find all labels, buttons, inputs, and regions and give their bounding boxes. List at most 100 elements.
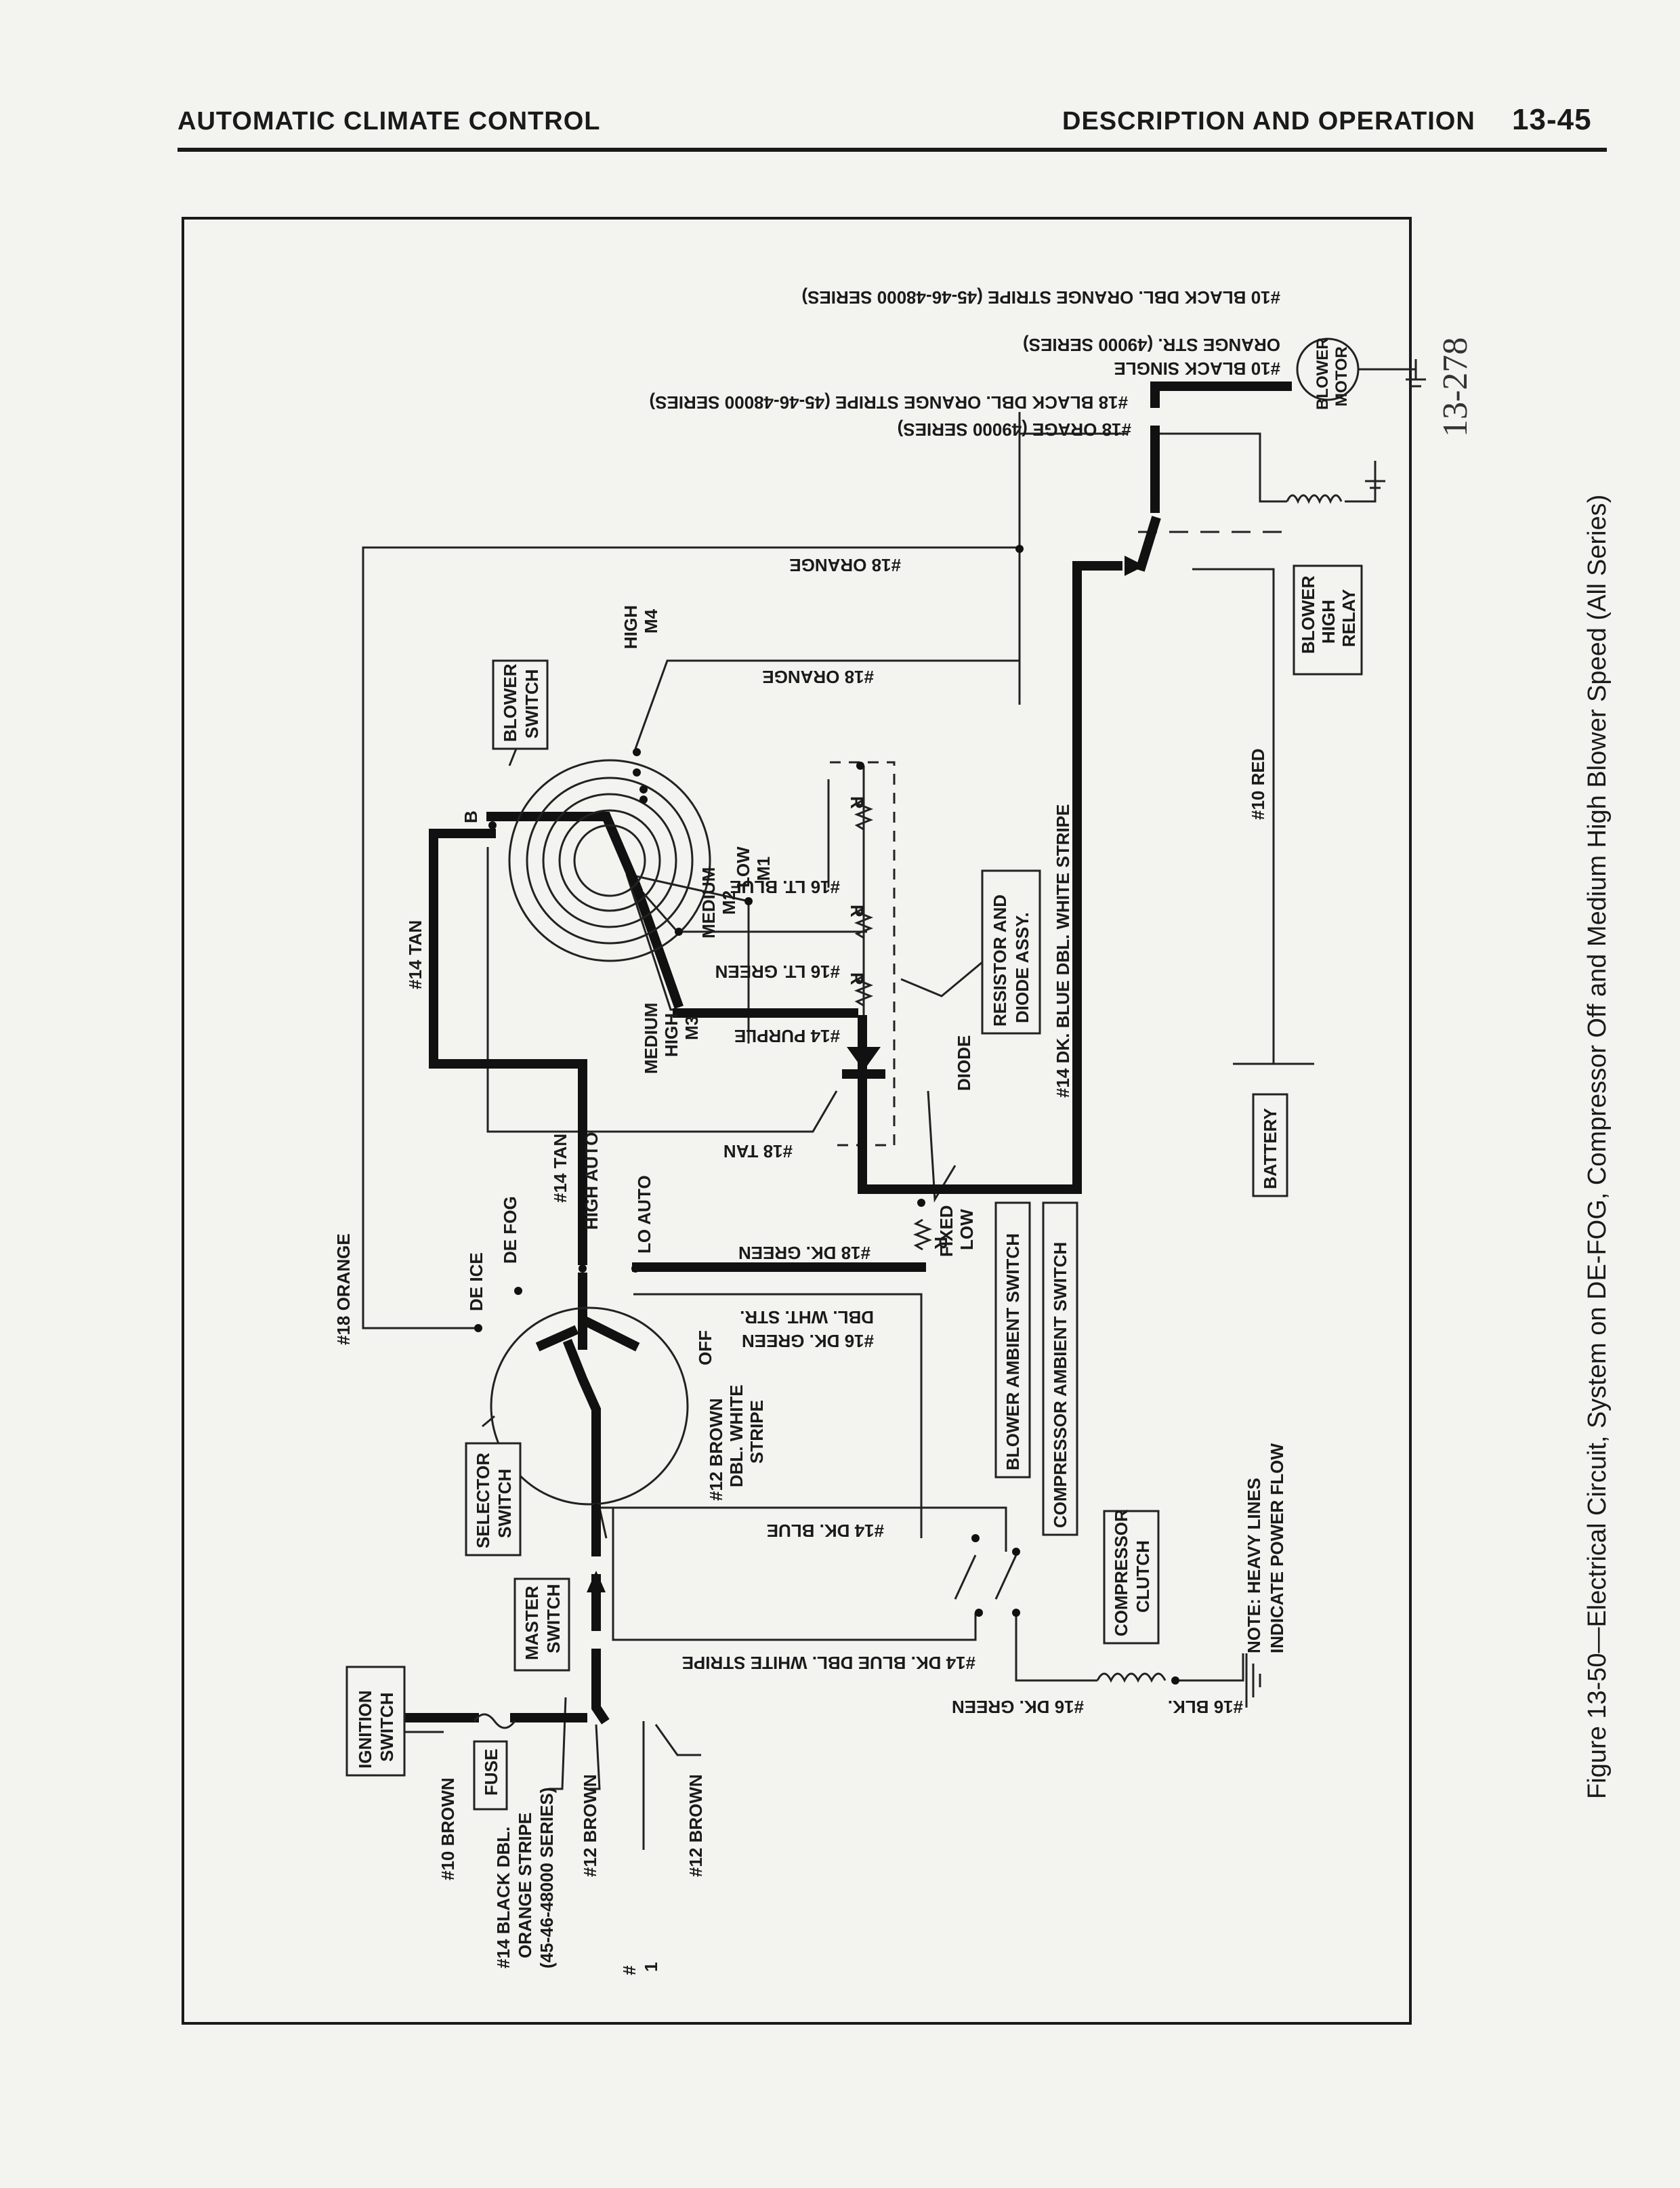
wire-14-purple: #14 PURPLE bbox=[734, 1026, 840, 1046]
relay-label-2: HIGH bbox=[1318, 600, 1339, 644]
label-m3: M3 bbox=[681, 1016, 702, 1040]
resistor-diode-label-2: DIODE ASSY. bbox=[1012, 912, 1032, 1023]
thin-wires bbox=[362, 368, 1416, 1850]
compressor-clutch: COMPRESSOR CLUTCH bbox=[1103, 1509, 1160, 1645]
wire-12-brown-dbl-1: #12 BROWN bbox=[706, 1398, 726, 1501]
blower-switch: BLOWER SWITCH bbox=[492, 659, 549, 750]
wire-labels-vertical: #10 BROWN #14 BLACK DBL. ORANGE STRIPE (… bbox=[333, 749, 1268, 1976]
wire-14-dk-blue-vert: #14 DK. BLUE DBL. WHITE STRIPE bbox=[1053, 804, 1073, 1098]
selector-switch-label-1: SELECTOR bbox=[473, 1453, 493, 1548]
relay-arrow bbox=[1125, 556, 1145, 576]
clutch-coil bbox=[1096, 1672, 1167, 1683]
blower-motor-label-2: MOTOR bbox=[1332, 346, 1351, 407]
ignition-switch-label-2: SWITCH bbox=[377, 1692, 397, 1762]
label-m4: M4 bbox=[641, 608, 661, 634]
wire-16-lt-blue-1: # bbox=[619, 1965, 639, 1975]
label-r-1: R bbox=[847, 796, 867, 809]
blower-high-relay: BLOWER HIGH RELAY bbox=[1293, 564, 1363, 676]
page-number: 13-45 bbox=[1512, 103, 1592, 136]
blower-ambient-switch: BLOWER AMBIENT SWITCH bbox=[994, 1201, 1031, 1479]
ignition-switch: IGNITION SWITCH bbox=[345, 1666, 406, 1777]
compressor-ambient-switch: COMPRESSOR AMBIENT SWITCH bbox=[1042, 1201, 1078, 1536]
label-high: HIGH bbox=[621, 605, 641, 649]
selector-switch-disc bbox=[490, 1306, 689, 1506]
wire-16-dk-green: #16 DK. GREEN bbox=[952, 1697, 1084, 1717]
wire-18-orange-mid: #18 ORANGE bbox=[762, 667, 874, 687]
wire-16-lt-blue-2: 1 bbox=[641, 1962, 661, 1972]
selector-switch: SELECTOR SWITCH bbox=[465, 1442, 522, 1556]
wire-18-orange-left: #18 ORANGE bbox=[333, 1233, 354, 1345]
blower-switch-disc bbox=[508, 759, 711, 962]
contact-dots bbox=[429, 426, 1179, 1685]
diode-label: DIODE bbox=[954, 1035, 974, 1091]
label-low: LOW bbox=[733, 846, 753, 888]
label-medium: MEDIUM bbox=[698, 867, 719, 938]
wire-16-dk-green-dbl-2: DBL. WHT. STR. bbox=[740, 1307, 874, 1327]
wire-10-brown: #10 BROWN bbox=[438, 1777, 458, 1880]
ground-symbols bbox=[1245, 359, 1426, 1708]
label-high-auto: HIGH AUTO bbox=[581, 1132, 602, 1230]
switch-position-labels: DE ICE DE FOG HIGH AUTO LO AUTO OFF B HI… bbox=[461, 605, 977, 1365]
wire-12-brown-b: #12 BROWN bbox=[686, 1774, 706, 1877]
note-line-2: INDICATE POWER FLOW bbox=[1267, 1443, 1287, 1653]
label-fixed: FIXED bbox=[936, 1205, 957, 1257]
label-medium-high-1: MEDIUM bbox=[641, 1003, 661, 1074]
label-de-fog: DE FOG bbox=[500, 1196, 520, 1264]
wire-14-black-1: #14 BLACK DBL. bbox=[493, 1827, 513, 1968]
label-lo-auto: LO AUTO bbox=[634, 1175, 654, 1254]
wire-14-black-2: ORANGE STRIPE bbox=[515, 1813, 535, 1958]
wire-14-tan-b: #14 TAN bbox=[550, 1134, 570, 1203]
fuse-label: FUSE bbox=[481, 1749, 501, 1796]
ambient-switch-blades bbox=[954, 1554, 1017, 1600]
resistor-zigzags bbox=[854, 798, 933, 1251]
compressor-clutch-label-2: CLUTCH bbox=[1133, 1540, 1153, 1613]
note-line-1: NOTE: HEAVY LINES bbox=[1244, 1478, 1264, 1653]
master-switch-label-1: MASTER bbox=[522, 1586, 542, 1660]
wire-18-dk-green: #18 DK. GREEN bbox=[738, 1243, 870, 1263]
figure-caption: Figure 13-50—Electrical Circuit, System … bbox=[1583, 495, 1612, 1799]
wire-14-dk-blue: #14 DK. BLUE bbox=[767, 1521, 884, 1541]
wire-18-orage-49000: #18 ORAGE (49000 SERIES) bbox=[898, 419, 1131, 440]
label-medium-high-2: HIGH bbox=[661, 1013, 681, 1057]
label-low-fixed: LOW bbox=[957, 1209, 977, 1250]
label-b: B bbox=[461, 810, 481, 823]
wire-16-lt-green: #16 LT. GREEN bbox=[715, 962, 840, 982]
wire-10-black-single-2: ORANGE STR. (49000 SERIES) bbox=[1023, 335, 1280, 355]
power-flow-lines bbox=[400, 381, 1292, 1725]
wire-18-orange-top: #18 ORANGE bbox=[789, 555, 901, 575]
blower-motor-label-1: BLOWER bbox=[1314, 337, 1332, 410]
ignition-switch-label-1: IGNITION bbox=[355, 1690, 375, 1769]
blower-switch-label-2: SWITCH bbox=[522, 669, 542, 739]
relay-label-3: RELAY bbox=[1339, 589, 1359, 647]
wire-14-black-3: (45-46-48000 SERIES) bbox=[537, 1788, 557, 1968]
fuse-symbol bbox=[473, 1713, 516, 1729]
label-r-2: R bbox=[847, 905, 867, 917]
battery: BATTERY bbox=[1252, 1093, 1288, 1197]
wire-labels-inverted: #18 TAN #14 PURPLE #16 LT. GREEN #16 LT.… bbox=[649, 287, 1280, 1717]
label-r-4: R bbox=[931, 1237, 951, 1250]
chapter-title: DESCRIPTION AND OPERATION bbox=[1062, 107, 1475, 136]
relay-coil bbox=[1286, 494, 1343, 504]
compressor-clutch-label-1: COMPRESSOR bbox=[1111, 1509, 1131, 1636]
wire-16-lt-blue: #16 LT. BLUE bbox=[730, 877, 840, 897]
figure-frame bbox=[182, 217, 1412, 2025]
blower-ambient-switch-label: BLOWER AMBIENT SWITCH bbox=[1003, 1233, 1023, 1470]
label-de-ice: DE ICE bbox=[466, 1252, 486, 1311]
diode-symbol bbox=[842, 1047, 885, 1079]
wire-16-dk-green-dbl-1: #16 DK. GREEN bbox=[742, 1331, 874, 1351]
blower-switch-label-1: BLOWER bbox=[500, 663, 520, 742]
wire-10-black-single-1: #10 BLACK SINGLE bbox=[1114, 358, 1280, 379]
relay-label-1: BLOWER bbox=[1298, 575, 1318, 654]
label-off: OFF bbox=[695, 1330, 715, 1365]
master-switch: MASTER SWITCH bbox=[513, 1577, 570, 1672]
header-rule bbox=[177, 148, 1607, 152]
wire-14-dk-blue-dbl: #14 DK. BLUE DBL. WHITE STRIPE bbox=[682, 1653, 975, 1673]
section-title: AUTOMATIC CLIMATE CONTROL bbox=[177, 107, 601, 136]
compressor-ambient-switch-label: COMPRESSOR AMBIENT SWITCH bbox=[1050, 1242, 1070, 1528]
wire-12-brown-dbl-2: DBL. WHITE bbox=[726, 1384, 747, 1487]
label-m1: M1 bbox=[753, 856, 774, 881]
resistor-diode-assy: RESISTOR AND DIODE ASSY. bbox=[981, 869, 1041, 1035]
wire-18-black-dbl: #18 BLACK DBL. ORANGE STRIPE (45-46-4800… bbox=[649, 392, 1128, 413]
wire-10-red: #10 RED bbox=[1248, 749, 1268, 821]
